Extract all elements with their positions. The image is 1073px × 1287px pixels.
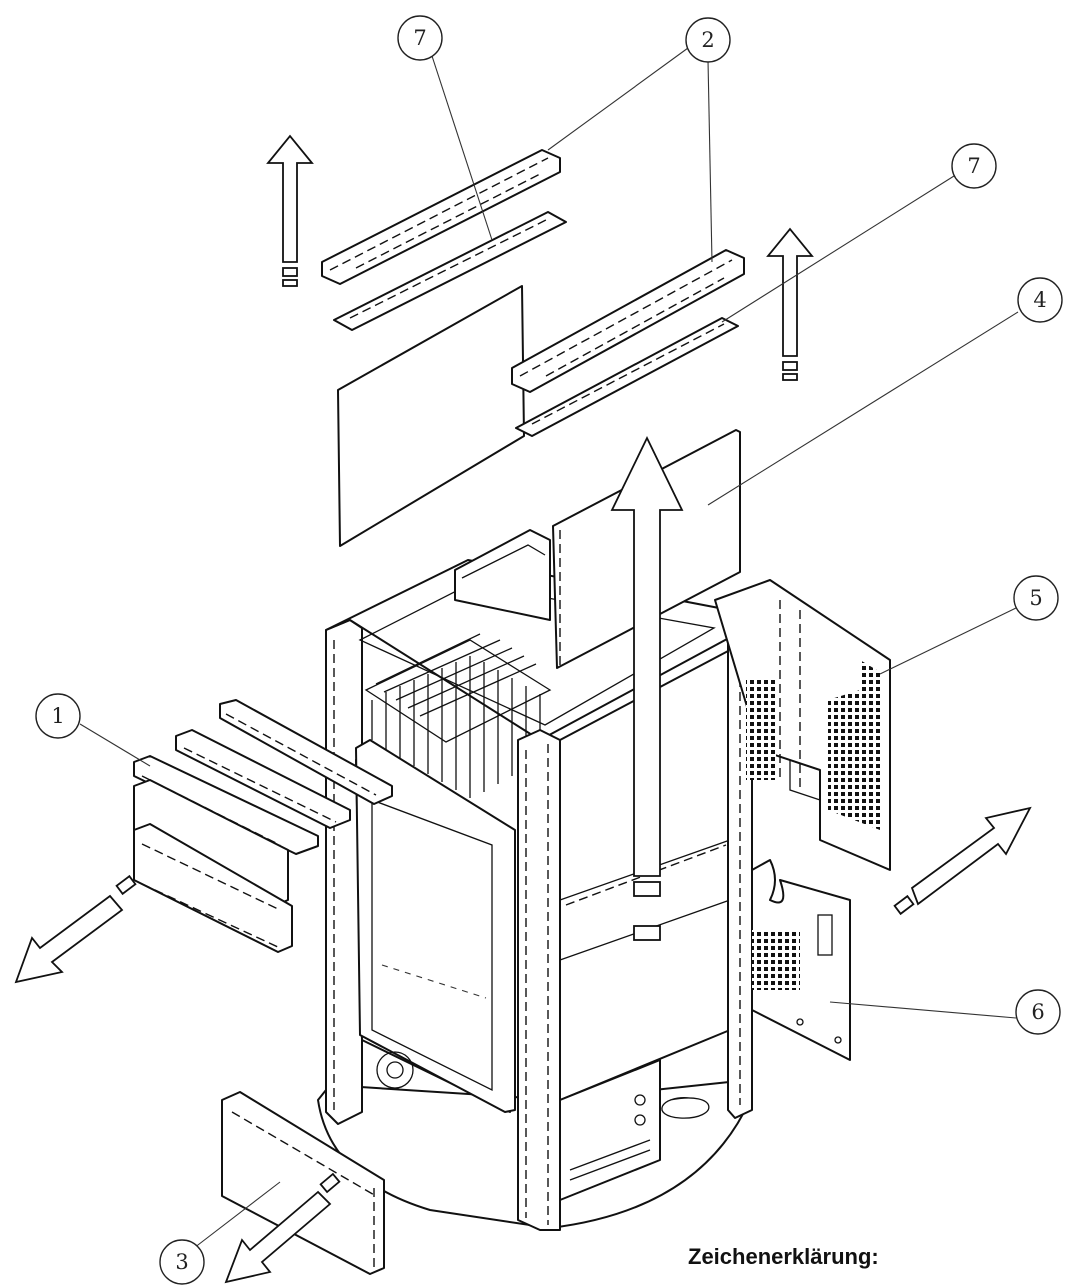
arrow-up-left <box>266 134 314 287</box>
callout-5: 5 <box>1013 575 1059 621</box>
callout-1-label: 1 <box>51 704 64 728</box>
leader-lines <box>79 47 1019 1249</box>
stove-body <box>317 529 753 1231</box>
callout-2-label: 2 <box>701 28 714 52</box>
glass-panel <box>337 285 525 547</box>
callout-3: 3 <box>159 1239 205 1285</box>
part-2-top-cover-left <box>321 149 561 285</box>
heat-exchanger <box>364 633 552 798</box>
callout-2: 2 <box>685 17 731 63</box>
callout-7-top: 7 <box>397 15 443 61</box>
callout-7-right-label: 7 <box>967 154 980 178</box>
callout-1: 1 <box>35 693 81 739</box>
callout-4: 4 <box>1017 277 1063 323</box>
part-6-lower-panel <box>751 859 851 1061</box>
callout-4-label: 4 <box>1033 288 1046 312</box>
arrow-up-right <box>766 227 814 381</box>
callout-7-right: 7 <box>951 143 997 189</box>
callout-6: 6 <box>1015 989 1061 1035</box>
part-7-bracket-left <box>333 211 567 331</box>
part-5-side-panel <box>714 579 891 871</box>
arrow-down-left-front <box>14 874 137 984</box>
arrow-down-right <box>893 806 1032 916</box>
part-3-front-tile <box>221 1091 385 1275</box>
callout-7-top-label: 7 <box>413 26 426 50</box>
legend-title: Zeichenerklärung: <box>688 1244 879 1269</box>
callout-3-label: 3 <box>175 1250 188 1274</box>
arrow-down-left-bottom <box>224 1172 341 1284</box>
callout-6-label: 6 <box>1031 1000 1044 1024</box>
part-1-side-tiles <box>133 699 393 953</box>
part-7-bracket-right <box>515 317 739 437</box>
callout-5-label: 5 <box>1029 586 1042 610</box>
part-2-top-cover-right <box>511 249 745 393</box>
arrow-up-large <box>610 435 684 941</box>
